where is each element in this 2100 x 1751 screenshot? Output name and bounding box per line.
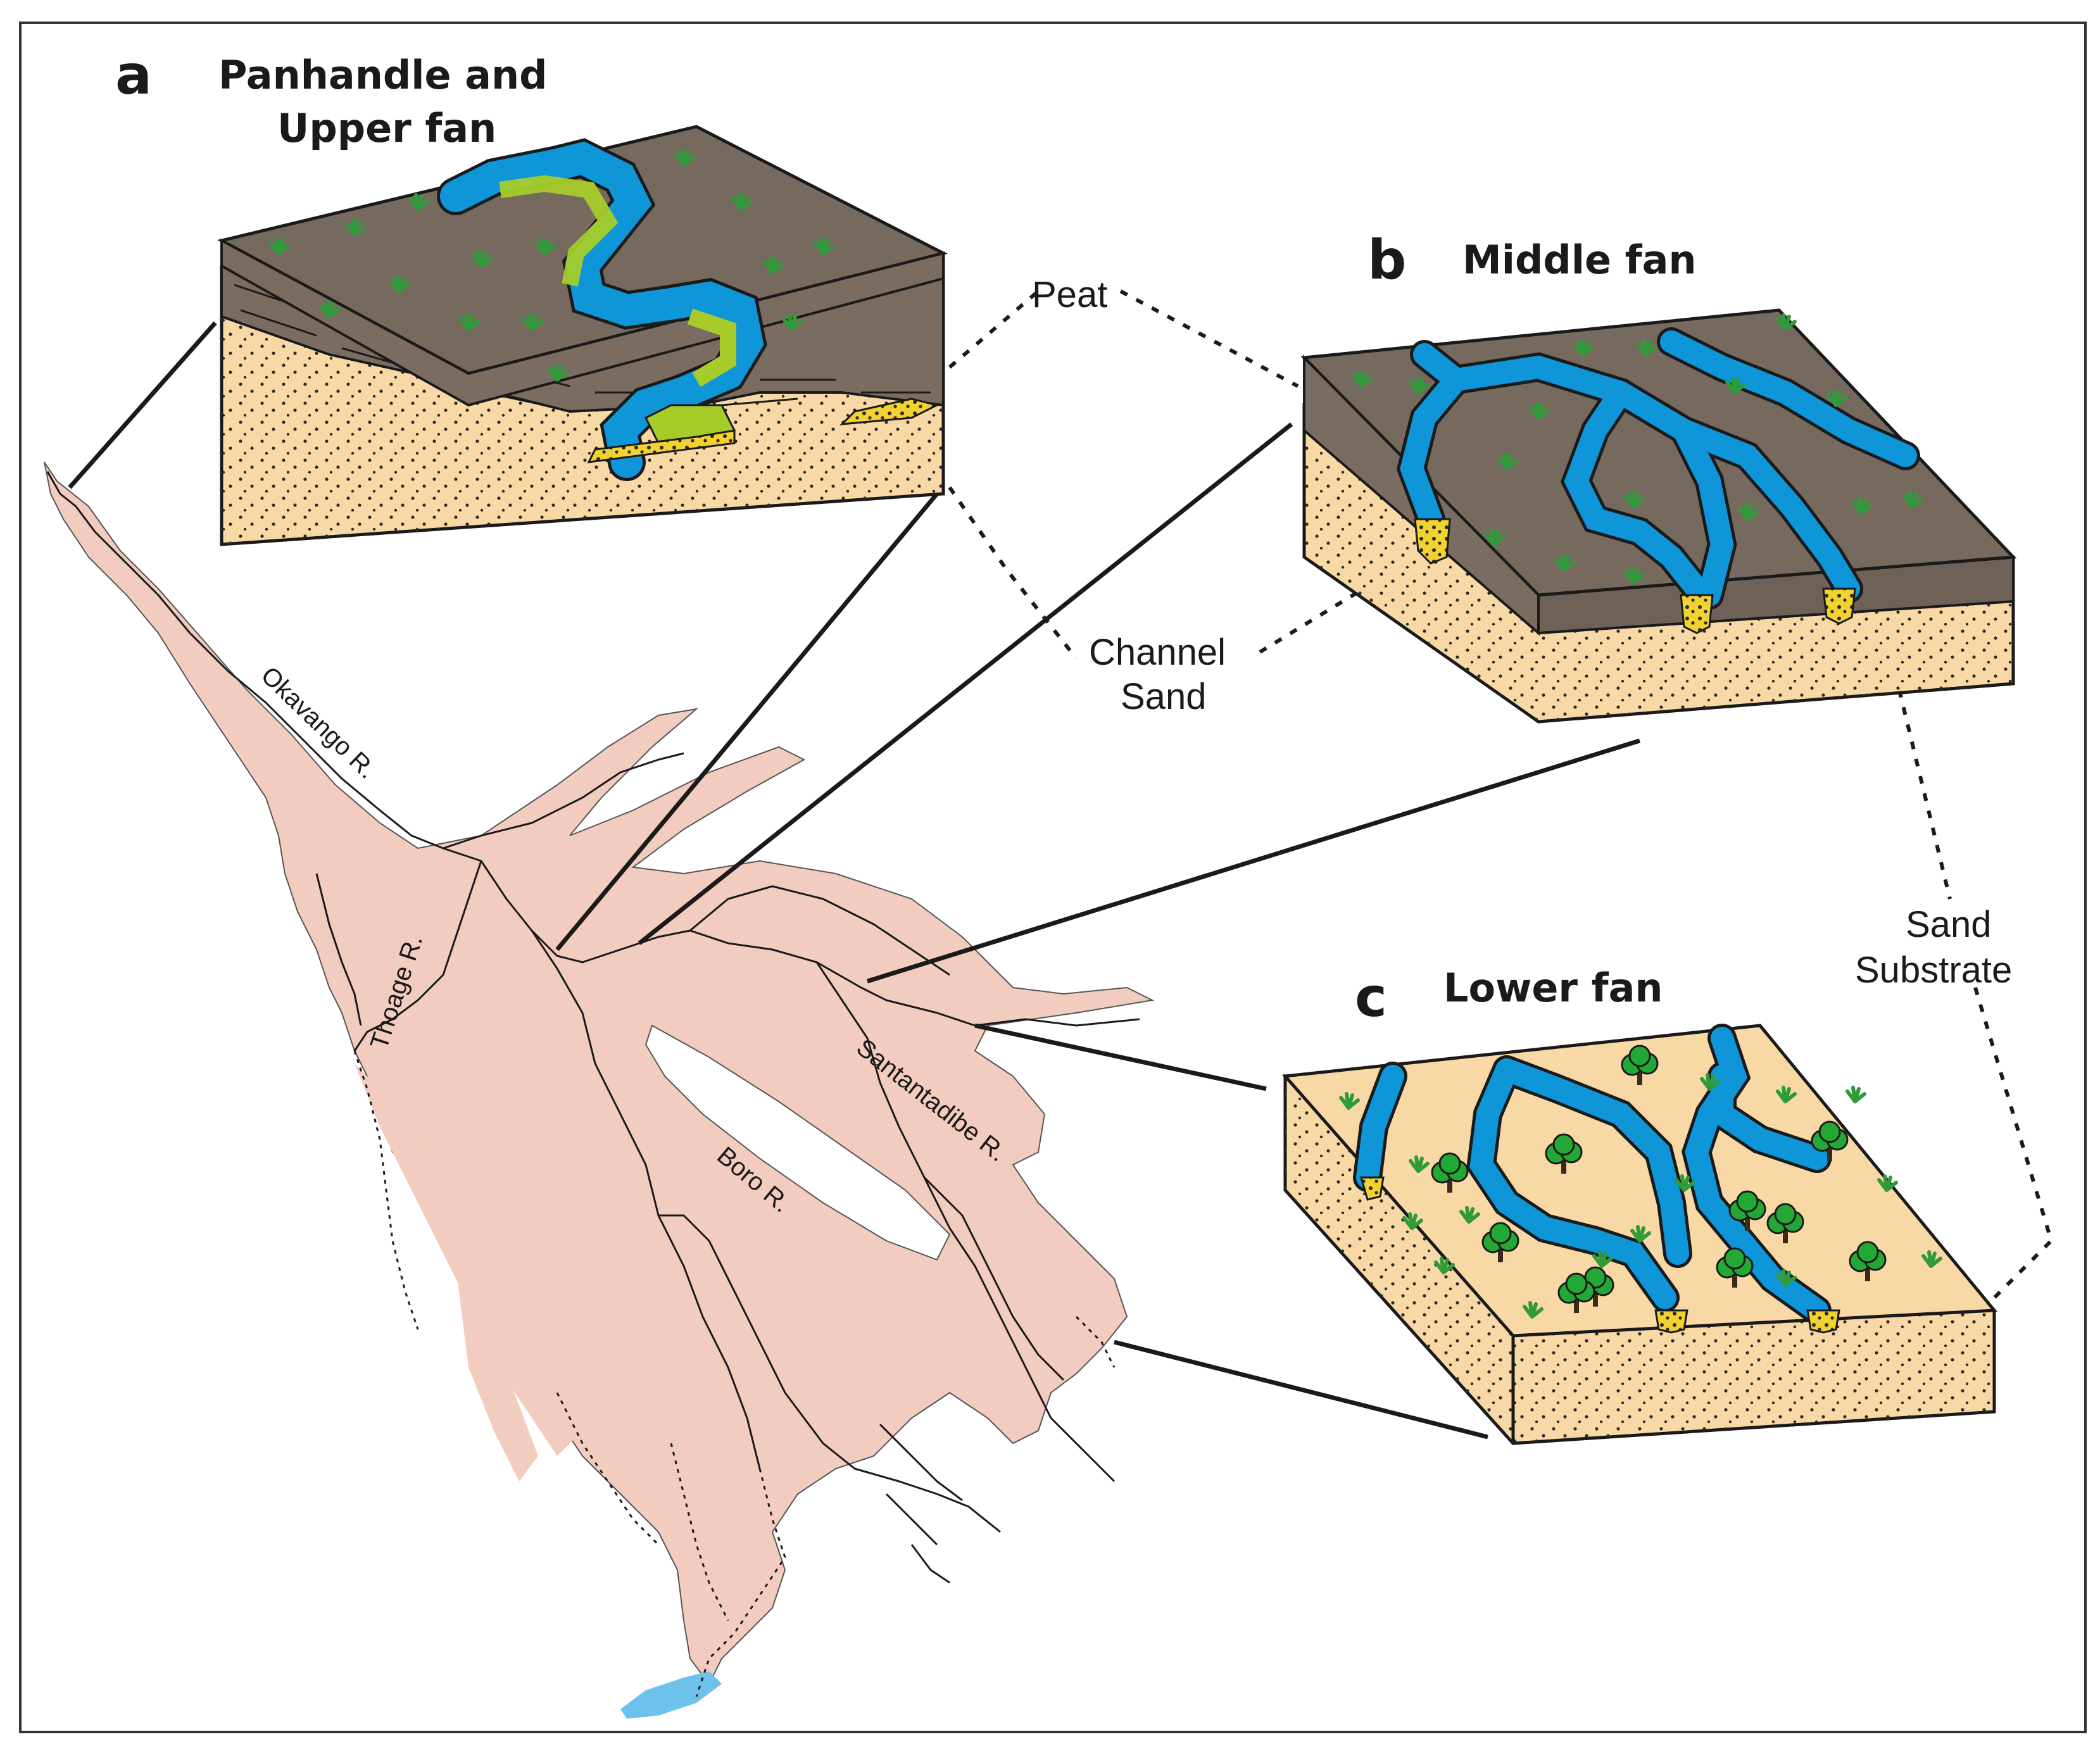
river-network xyxy=(46,471,1140,1584)
panel-b-title: Middle fan xyxy=(1462,237,1697,283)
label-channel-sand-line2: Sand xyxy=(1121,676,1206,717)
channel-sand-c xyxy=(1360,1176,1840,1334)
panel-a-title-line1: Panhandle and xyxy=(218,52,548,98)
delta-area xyxy=(44,461,1155,1685)
okavango-delta-map: Okavango R. Thoage R. Santantadibe R. Bo… xyxy=(44,461,1155,1719)
label-sand-substrate-line2: Substrate xyxy=(1855,950,2012,991)
channels-c xyxy=(1356,1027,1828,1322)
label-sand-substrate-line1: Sand xyxy=(1906,904,1991,945)
panel-a-title-line2: Upper fan xyxy=(277,105,496,151)
panel-c-block xyxy=(1281,1024,1998,1445)
label-peat: Peat xyxy=(1032,274,1107,315)
lake xyxy=(620,1671,722,1719)
ephemeral-channels xyxy=(353,1050,1116,1697)
panel-c-title: Lower fan xyxy=(1443,965,1663,1011)
panel-b-block xyxy=(1300,308,2017,724)
panel-c-letter: c xyxy=(1355,966,1387,1029)
delta-lower-lobes xyxy=(355,1064,582,1481)
connector-lines xyxy=(68,321,1641,1440)
figure-frame xyxy=(19,22,2087,1733)
delta-island xyxy=(644,1024,951,1261)
label-channel-sand-line1: Channel xyxy=(1089,632,1226,673)
panel-a-block xyxy=(217,125,948,546)
channels-b xyxy=(1400,330,1917,606)
panel-b-letter: b xyxy=(1368,229,1407,292)
channel-sand-b xyxy=(1414,518,1856,634)
panel-a-letter: a xyxy=(115,44,152,107)
